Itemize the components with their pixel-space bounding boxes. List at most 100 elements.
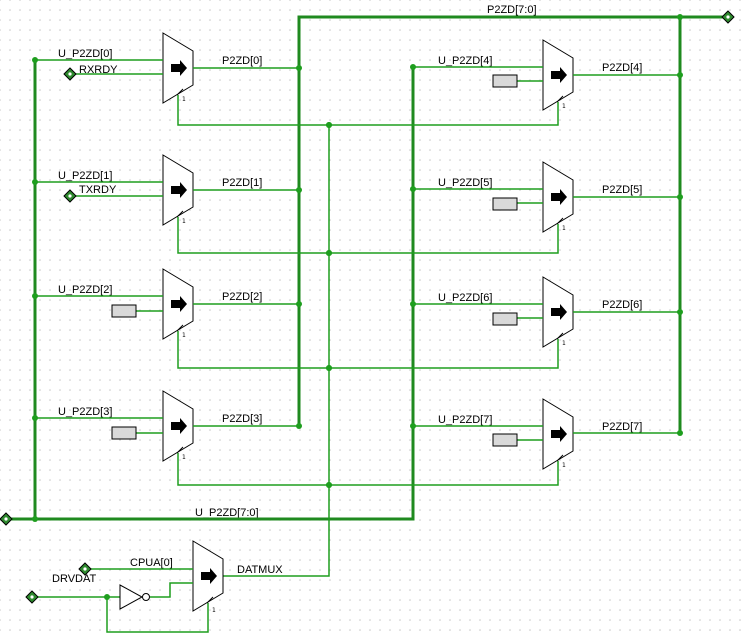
left-mux-3-out-label: P2ZD[3] xyxy=(222,413,262,425)
right-mux-3-const-box xyxy=(492,433,518,447)
output-bus-label: P2ZD[7:0] xyxy=(487,4,537,16)
right-mux-3-sel-wire xyxy=(329,461,559,486)
datmux-arrow-icon xyxy=(201,568,217,584)
right-mux-2-out-junction xyxy=(677,309,683,315)
datmux-label: DATMUX xyxy=(237,564,283,576)
circuit-drawing xyxy=(0,10,735,633)
select-line-main xyxy=(219,125,330,577)
left-mux-2-out-label: P2ZD[2] xyxy=(222,291,262,303)
right-mux-1-in0-junction xyxy=(410,186,416,192)
select-junction-1 xyxy=(326,250,332,256)
right-mux-1-out-label: P2ZD[5] xyxy=(602,184,642,196)
left-mux-1-out-label: P2ZD[1] xyxy=(222,177,262,189)
right-mux-3-in-label: U_P2ZD[7] xyxy=(438,414,492,426)
left-mux-0-sel-wire xyxy=(177,95,329,126)
output-bus-junction xyxy=(677,14,683,20)
left-mux-3-out-junction xyxy=(296,423,302,429)
left-mux-0-pin-icon-center xyxy=(68,72,72,76)
rxrdy-pin-label: RXRDY xyxy=(79,64,118,76)
inverter-body xyxy=(119,584,144,610)
right-mux-3-in0-junction xyxy=(410,423,416,429)
left-mux-2-sel-tick xyxy=(176,324,184,332)
right-mux-1-sel-wire xyxy=(329,224,559,254)
right-mux-0-out-junction xyxy=(677,72,683,78)
right-mux-2-out-label: P2ZD[6] xyxy=(602,299,642,311)
right-mux-1-sel: 1 xyxy=(562,225,566,232)
right-mux-0-sel-wire xyxy=(329,102,559,126)
right-mux-2-sel-tick xyxy=(556,332,564,340)
left-mux-3-sel-wire xyxy=(177,453,329,486)
right-mux-3-arrow-icon xyxy=(551,426,567,442)
right-mux-1-arrow-icon xyxy=(551,189,567,205)
datmux-sel-wire xyxy=(106,597,209,633)
left-mux-3-sel-tick xyxy=(176,446,184,454)
right-mux-3-sel: 1 xyxy=(562,462,566,469)
left-mux-0-out-label: P2ZD[0] xyxy=(222,55,262,67)
input-bus-port-icon-center xyxy=(4,517,8,521)
left-mux-1-sel: 1 xyxy=(182,218,186,225)
left-mux-3-sel: 1 xyxy=(182,454,186,461)
left-mux-2-arrow-icon xyxy=(171,296,187,312)
left-mux-0-sel: 1 xyxy=(182,96,186,103)
drvdat-pin-label: DRVDAT xyxy=(52,573,96,585)
select-junction-3 xyxy=(326,482,332,488)
right-mux-0-out-label: P2ZD[4] xyxy=(602,62,642,74)
left-mux-1-pin-icon-center xyxy=(68,194,72,198)
right-mux-3-out-label: P2ZD[7] xyxy=(602,421,642,433)
right-mux-2-sel: 1 xyxy=(562,340,566,347)
right-mux-2-sel-wire xyxy=(329,339,559,369)
left-mux-1-in-label: U_P2ZD[1] xyxy=(58,170,112,182)
right-mux-1-in-label: U_P2ZD[5] xyxy=(438,177,492,189)
left-mux-0-out-junction xyxy=(296,65,302,71)
left-mux-2-out-junction xyxy=(296,301,302,307)
select-junction-0 xyxy=(326,122,332,128)
left-mux-3-in-label: U_P2ZD[3] xyxy=(58,406,112,418)
right-mux-2-arrow-icon xyxy=(551,304,567,320)
left-mux-2-in0-junction xyxy=(32,293,38,299)
datmux-sel: 1 xyxy=(212,607,216,614)
right-mux-2-const-box xyxy=(492,312,518,326)
right-mux-3-out-junction xyxy=(677,430,683,436)
datmux-sel-tick xyxy=(206,596,214,604)
left-mux-1-in0-junction xyxy=(32,179,38,185)
left-mux-3-const-box xyxy=(111,426,137,440)
input-bus-label: U_P2ZD[7:0] xyxy=(195,507,259,519)
input-bus-right-branch xyxy=(6,65,415,521)
left-mux-0-arrow-icon xyxy=(171,60,187,76)
inverter-out-wire xyxy=(150,582,193,598)
txrdy-pin-label: TXRDY xyxy=(79,184,117,196)
right-mux-1-out-junction xyxy=(677,194,683,200)
left-mux-2-sel-wire xyxy=(177,331,329,369)
left-mux-3-in0-junction xyxy=(32,415,38,421)
right-mux-1-const-box xyxy=(492,197,518,211)
left-mux-1-sel-tick xyxy=(176,210,184,218)
right-mux-0-sel: 1 xyxy=(562,103,566,110)
right-mux-0-sel-tick xyxy=(556,95,564,103)
cpua-pin-icon-center xyxy=(83,567,87,571)
left-mux-1-arrow-icon xyxy=(171,182,187,198)
right-mux-0-in-label: U_P2ZD[4] xyxy=(438,55,492,67)
right-mux-0-const-box xyxy=(492,74,518,88)
input-bus-junction xyxy=(32,516,38,522)
left-mux-0-sel-tick xyxy=(176,88,184,96)
right-mux-1-sel-tick xyxy=(556,217,564,225)
left-mux-2-const-box xyxy=(111,304,137,318)
left-mux-0-in0-junction xyxy=(32,57,38,63)
drvdat-pin-icon-center xyxy=(30,595,34,599)
select-junction-2 xyxy=(326,365,332,371)
right-mux-2-in0-junction xyxy=(410,301,416,307)
left-mux-1-out-junction xyxy=(296,187,302,193)
left-mux-1-sel-wire xyxy=(177,217,329,254)
left-mux-3-arrow-icon xyxy=(171,418,187,434)
right-mux-2-in-label: U_P2ZD[6] xyxy=(438,292,492,304)
output-bus-main xyxy=(297,15,728,426)
left-mux-2-in-label: U_P2ZD[2] xyxy=(58,284,112,296)
right-mux-3-sel-tick xyxy=(556,454,564,462)
left-mux-0-in-label: U_P2ZD[0] xyxy=(58,48,112,60)
inverter-bubble xyxy=(142,593,150,601)
right-mux-0-arrow-icon xyxy=(551,67,567,83)
cpua-pin-label: CPUA[0] xyxy=(130,557,173,569)
output-bus-port-icon-center xyxy=(726,15,730,19)
